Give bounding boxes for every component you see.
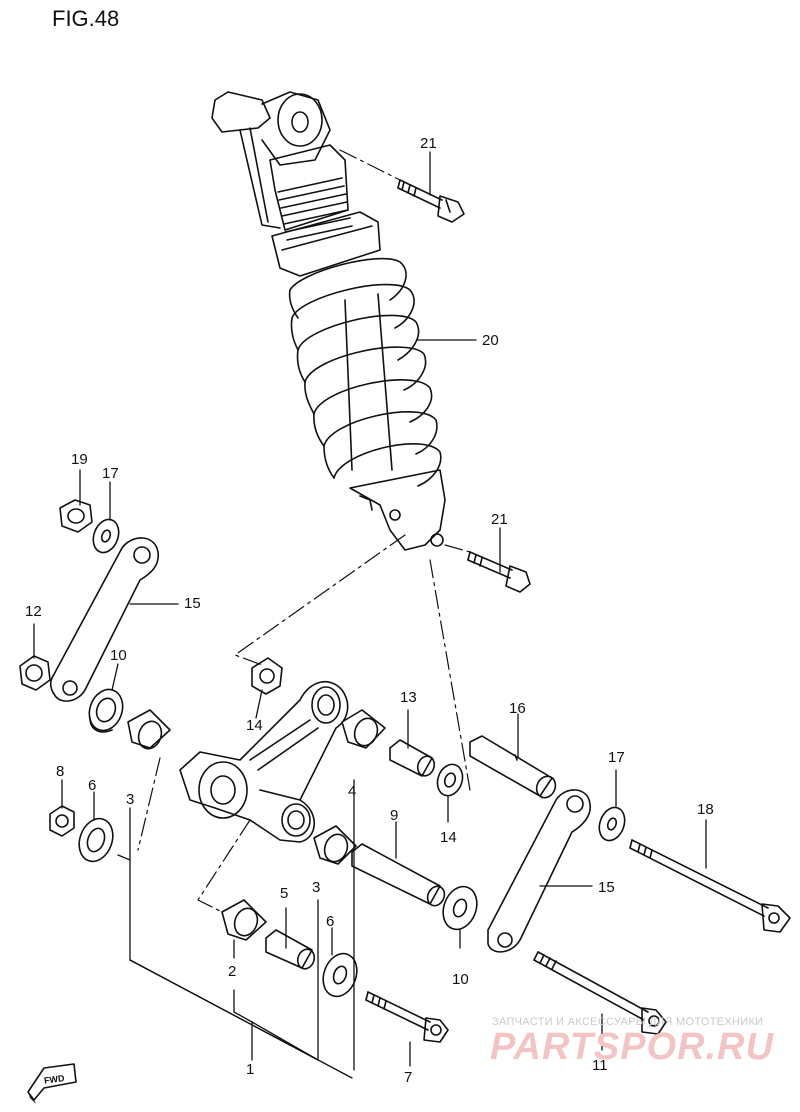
bearing-3-upper (127, 709, 171, 750)
seal-6-left (78, 817, 114, 863)
bearing-4 (341, 709, 386, 749)
callout-19: 19 (71, 451, 88, 468)
callout-11: 11 (592, 1057, 608, 1074)
callout-17-right: 17 (608, 749, 625, 766)
callout-16: 16 (509, 700, 526, 717)
alignment-lines (137, 149, 471, 851)
spacer-14-upper (251, 657, 283, 695)
seal-10-lower (442, 885, 478, 931)
callout-18: 18 (697, 801, 714, 818)
callout-4: 4 (348, 783, 356, 800)
callout-14-lower: 14 (440, 829, 457, 846)
bolt-11 (533, 951, 667, 1035)
rear-shock-absorber (211, 91, 446, 551)
callout-3-lower: 3 (312, 879, 320, 896)
callout-2: 2 (228, 963, 236, 980)
callout-5: 5 (280, 885, 288, 902)
callout-7: 7 (404, 1069, 412, 1086)
callout-15-right: 15 (598, 879, 615, 896)
callout-6-lower: 6 (326, 913, 334, 930)
link-rod-left (49, 537, 160, 702)
seal-6-lower (322, 952, 358, 998)
watermark-tagline: ЗАПЧАСТИ И АКСЕССУАРЫ ДЛЯ МОТОТЕХНИКИ (492, 1016, 764, 1028)
callout-6-left: 6 (88, 777, 96, 794)
collar-13 (389, 739, 436, 777)
bolt-7 (365, 991, 449, 1043)
nut-19 (59, 499, 93, 533)
watermark-brand: PARTSPOR.RU (490, 1026, 775, 1068)
bolt-18 (629, 839, 791, 933)
collar-16 (469, 735, 557, 799)
spacer-14-lower (436, 763, 464, 797)
callout-9: 9 (390, 807, 398, 824)
nut-8 (49, 805, 75, 837)
callout-10-upper: 10 (110, 647, 127, 664)
link-rod-right (487, 789, 592, 953)
callout-15-left: 15 (184, 595, 201, 612)
collar-5 (265, 929, 316, 970)
callout-8: 8 (56, 763, 64, 780)
callout-1: 1 (246, 1061, 254, 1078)
bolt-upper (397, 179, 465, 223)
nut-12 (19, 655, 51, 691)
callout-17-left: 17 (102, 465, 119, 482)
washer-17-left (92, 518, 120, 554)
callout-14-upper: 14 (246, 717, 263, 734)
bearing-2 (221, 899, 267, 941)
callout-13: 13 (400, 689, 417, 706)
fwd-label: FWD (43, 1073, 65, 1086)
cushion-lever (179, 680, 349, 843)
leader-lines (33, 151, 707, 1079)
fwd-arrow-icon: FWD (27, 1063, 77, 1104)
callout-20: 20 (482, 332, 499, 349)
figure-title: FIG.48 (52, 6, 120, 31)
callout-21-upper: 21 (420, 135, 437, 152)
bearing-3-lower (313, 825, 357, 865)
callout-21-lower: 21 (491, 511, 508, 528)
callout-12: 12 (25, 603, 42, 620)
washer-17-right (598, 806, 626, 842)
pipe-9 (351, 843, 446, 907)
seal-10-upper (88, 688, 124, 733)
callout-10-lower: 10 (452, 971, 469, 988)
callout-3-upper: 3 (126, 791, 134, 808)
bolt-lower (467, 551, 531, 593)
